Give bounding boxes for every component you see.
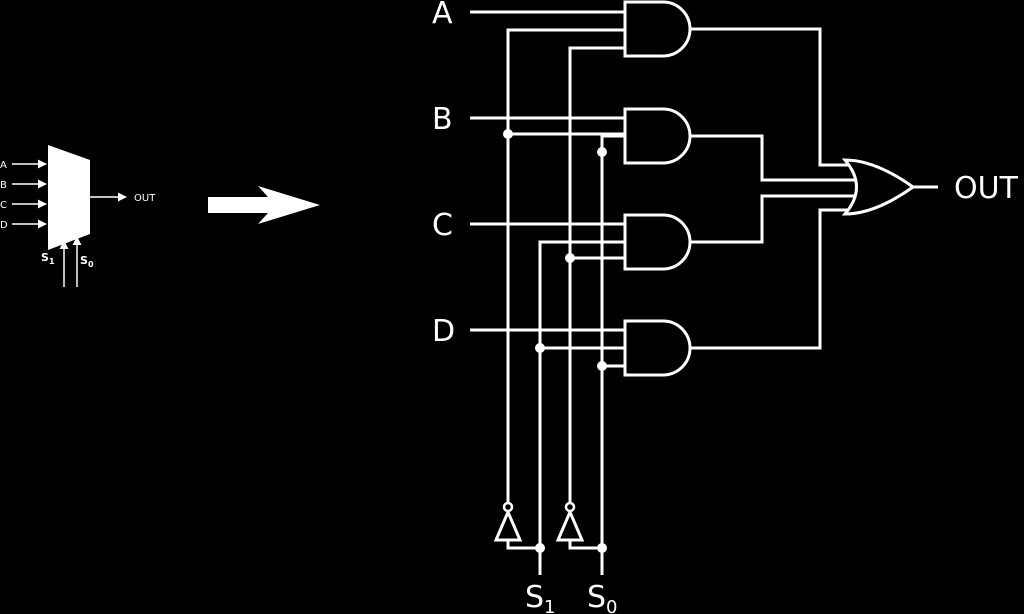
junction-s0-d (597, 361, 607, 371)
junction-not-s1-b (503, 129, 513, 139)
mux-body (48, 145, 90, 250)
input-c-label: C (432, 208, 453, 243)
s0-label: S0 (587, 580, 618, 614)
junction-not-s0-c (565, 253, 575, 263)
mux-output-label: OUT (134, 193, 156, 204)
wire-s0-to-not (568, 541, 602, 550)
junction-s1-bottom (535, 543, 545, 553)
wire-not-s0-trunk (568, 46, 625, 503)
junction-s0-bottom (597, 543, 607, 553)
wire-s1-trunk (538, 240, 625, 575)
mux-s1-label: S1 (41, 251, 55, 266)
mux-symbol: A B C D OUT S1 S0 (0, 145, 156, 287)
junction-s0-b (597, 147, 607, 157)
wire-and-a-out (690, 27, 857, 167)
and-gate-d (623, 319, 692, 377)
not-gate-s1 (493, 501, 523, 542)
gate-circuit: A B C D OUT S1 S0 (432, 0, 1019, 614)
not-gate-s0 (555, 501, 585, 542)
s1-label: S1 (525, 580, 556, 614)
junction-s1-d (535, 343, 545, 353)
and-gate-b (623, 107, 692, 165)
equivalence-arrow (208, 186, 320, 224)
wire-s0-trunk (600, 134, 625, 575)
mux-input-b-label: B (0, 180, 7, 191)
wire-s1-to-not (506, 541, 540, 550)
wire-and-c-out (690, 194, 862, 244)
or-gate (841, 158, 916, 216)
mux-input-a-label: A (0, 160, 7, 171)
input-b-label: B (432, 102, 453, 137)
mux-input-d-label: D (0, 220, 8, 231)
mux-s0-label: S0 (80, 254, 94, 269)
wire-not-s1-trunk (506, 28, 625, 503)
mux-input-c-label: C (0, 200, 7, 211)
and-gate-c (623, 213, 692, 271)
input-d-label: D (432, 314, 455, 349)
and-gate-a (623, 0, 692, 58)
wire-and-d-out (690, 208, 857, 350)
output-label: OUT (954, 171, 1019, 206)
wire-and-b-out (690, 134, 862, 182)
input-a-label: A (432, 0, 453, 31)
